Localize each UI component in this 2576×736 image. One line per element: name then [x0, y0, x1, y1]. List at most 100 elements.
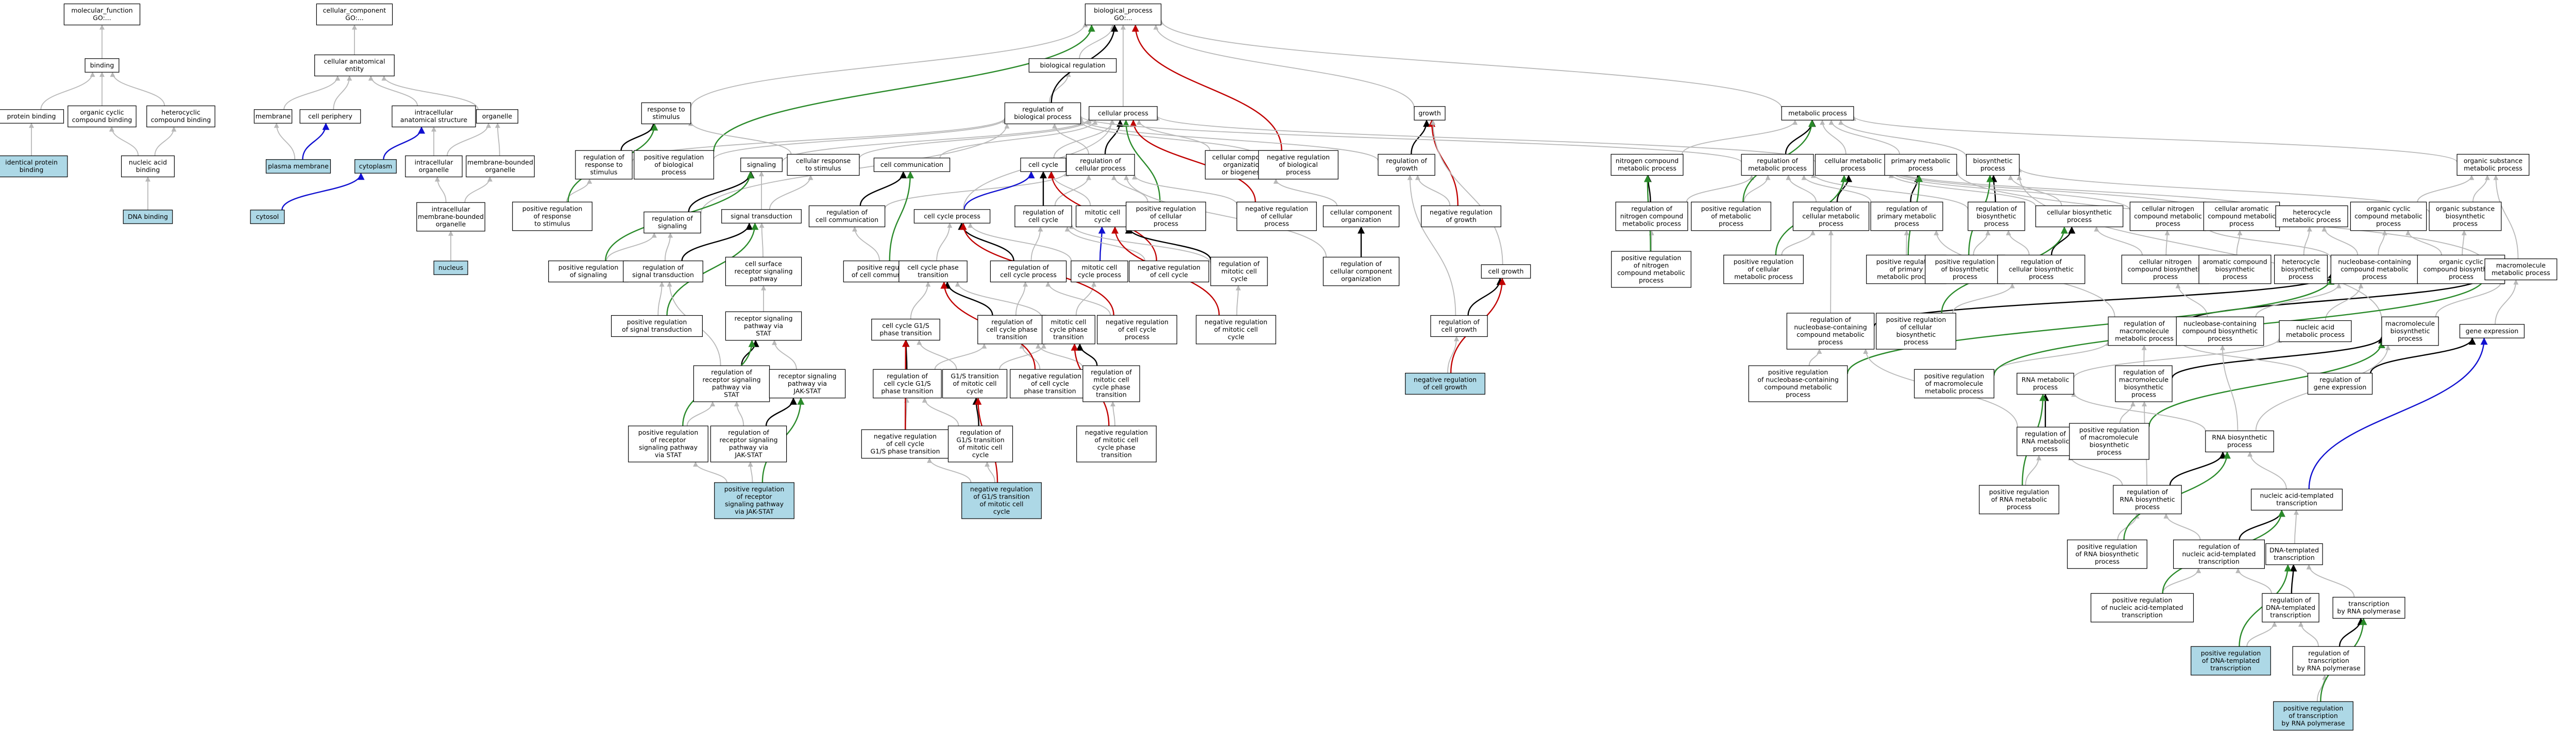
go-term-cellular-process[interactable]: cellular process — [1089, 106, 1158, 121]
go-term-cell-periphery[interactable]: cell periphery — [299, 109, 361, 124]
go-term-cytosol[interactable]: cytosol — [250, 210, 285, 224]
go-term-mf[interactable]: molecular_functionGO:... — [63, 3, 141, 26]
go-term-cell-cycle[interactable]: cell cycle — [1020, 158, 1066, 172]
go-term-cell-growth[interactable]: cell growth — [1481, 264, 1531, 279]
go-term-sig-trans[interactable]: signal transduction — [721, 209, 802, 224]
go-term-cell-comm[interactable]: cell communication — [873, 158, 951, 172]
go-term-plasma-membrane[interactable]: plasma membrane — [265, 159, 331, 174]
go-term-protein-binding[interactable]: protein binding — [0, 109, 64, 124]
go-term-cell-cycle-proc[interactable]: cell cycle process — [913, 209, 991, 224]
go-term-growth[interactable]: growth — [1414, 106, 1446, 121]
go-term-gene-expr[interactable]: gene expression — [2459, 324, 2525, 338]
go-term-signaling[interactable]: signaling — [740, 158, 783, 172]
go-term-reg-mbp[interactable]: regulation ofmacromoleculebiosyntheticpr… — [2115, 365, 2173, 402]
go-term-cytoplasm[interactable]: cytoplasm — [354, 159, 397, 174]
go-term-membrane[interactable]: membrane — [253, 109, 293, 124]
